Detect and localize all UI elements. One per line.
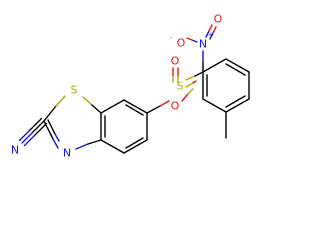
- nitro-nitrogen-charge: +: [208, 31, 214, 39]
- sulfonyl-bonds: [172, 67, 204, 88]
- thiazole-nitrogen-label: N: [63, 147, 71, 160]
- ester-oxygen-bonds: [146, 88, 194, 114]
- sulfonyl-oxygen-top-label: O: [171, 55, 180, 68]
- nitrile-bond: [18, 117, 48, 147]
- structure-canvas: N S N O S O O N + O - O: [10, 12, 250, 160]
- nitro-oxygen-label: O: [214, 13, 223, 26]
- sulfonyl-sulfur-label: S: [177, 80, 184, 93]
- benzo-ring-bonds: [100, 99, 148, 154]
- thiazole-ring-bonds: [43, 95, 102, 150]
- nitrile-nitrogen-label: N: [11, 144, 19, 157]
- nitrotoluene-ring-bonds: [202, 58, 250, 139]
- nitro-nitrogen-label: N: [199, 38, 207, 51]
- nitro-oxygen-charge: -: [170, 34, 173, 42]
- nitro-bonds: [186, 24, 217, 73]
- thiazole-sulfur-label: S: [71, 84, 78, 97]
- chemical-structure-diagram: N S N O S O O N + O - O: [11, 13, 250, 160]
- nitro-oxygen-anion-label: O: [177, 37, 186, 50]
- ester-oxygen-label: O: [171, 100, 180, 113]
